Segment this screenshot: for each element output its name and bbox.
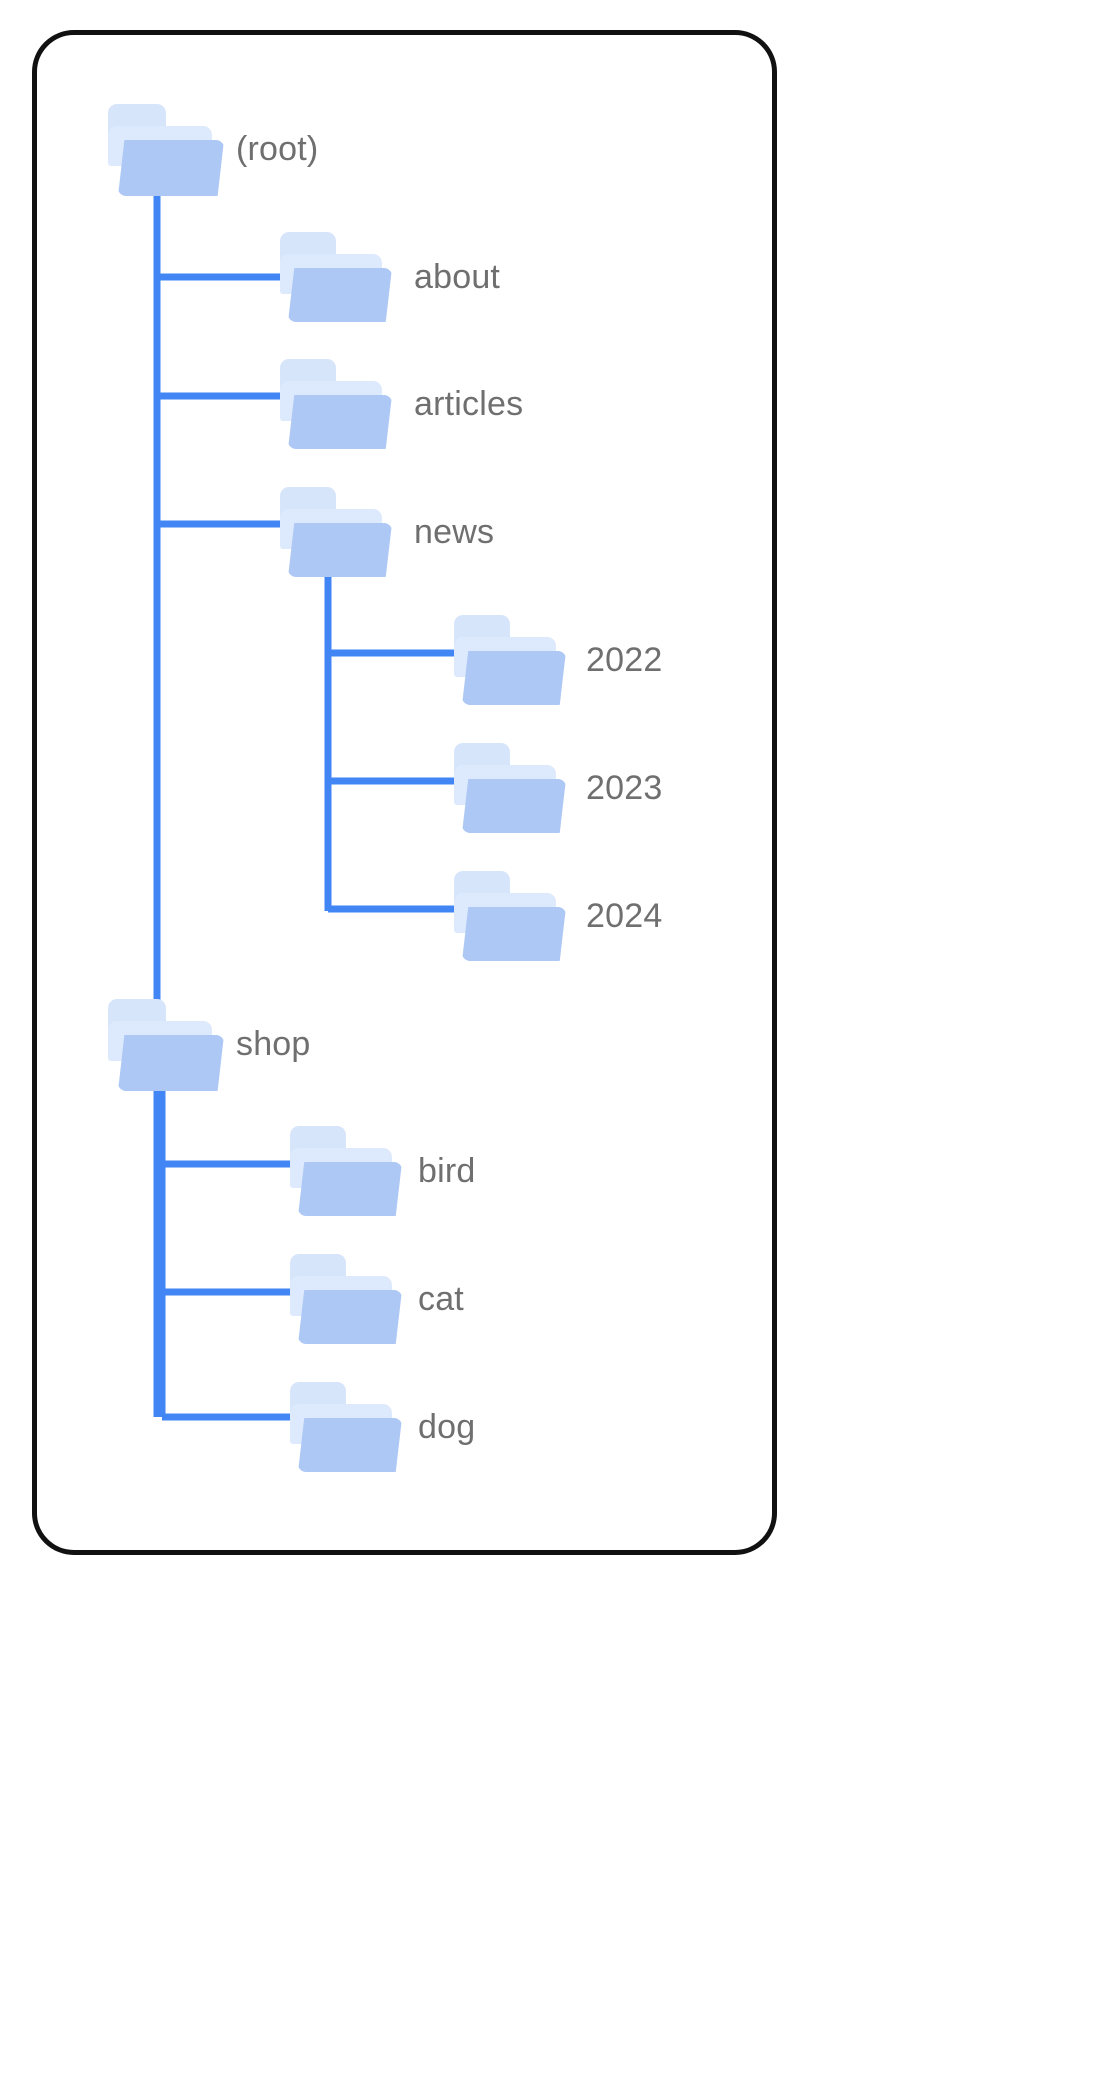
- folder-icon[interactable]: [284, 1382, 402, 1472]
- tree-node-root[interactable]: [104, 104, 224, 196]
- folder-icon[interactable]: [284, 1254, 402, 1344]
- folder-front-panel: [118, 1035, 224, 1091]
- tree-node-shop[interactable]: [104, 999, 224, 1091]
- tree-node-label-news: news: [414, 513, 495, 551]
- tree-node-label-2022: 2022: [586, 641, 663, 679]
- tree-node-label-cat: cat: [418, 1280, 464, 1318]
- tree-node-about[interactable]: [274, 232, 392, 322]
- folder-front-panel: [298, 1418, 402, 1472]
- tree-node-bird[interactable]: [284, 1126, 402, 1216]
- tree-node-label-root: (root): [236, 130, 319, 168]
- tree-node-2024[interactable]: [448, 871, 566, 961]
- tree-node-label-articles: articles: [414, 385, 524, 423]
- folder-icon[interactable]: [104, 104, 224, 196]
- tree-node-label-2024: 2024: [586, 897, 663, 935]
- tree-node-dog[interactable]: [284, 1382, 402, 1472]
- folder-front-panel: [118, 140, 224, 196]
- folder-icon[interactable]: [274, 232, 392, 322]
- tree-node-label-about: about: [414, 258, 501, 296]
- folder-front-panel: [288, 523, 392, 577]
- tree-node-2023[interactable]: [448, 743, 566, 833]
- folder-front-panel: [298, 1162, 402, 1216]
- folder-front-panel: [298, 1290, 402, 1344]
- tree-node-label-dog: dog: [418, 1408, 476, 1446]
- folder-icon[interactable]: [104, 999, 224, 1091]
- tree-node-2022[interactable]: [448, 615, 566, 705]
- folder-icon[interactable]: [448, 615, 566, 705]
- folder-front-panel: [462, 907, 566, 961]
- folder-icon[interactable]: [284, 1126, 402, 1216]
- folder-front-panel: [462, 779, 566, 833]
- tree-node-articles[interactable]: [274, 359, 392, 449]
- tree-node-label-shop: shop: [236, 1025, 311, 1063]
- tree-node-label-2023: 2023: [586, 769, 663, 807]
- folder-icon[interactable]: [274, 359, 392, 449]
- folder-icon[interactable]: [448, 871, 566, 961]
- tree-node-news[interactable]: [274, 487, 392, 577]
- tree-node-label-bird: bird: [418, 1152, 476, 1190]
- folder-icon[interactable]: [274, 487, 392, 577]
- folder-front-panel: [288, 268, 392, 322]
- folder-icon[interactable]: [448, 743, 566, 833]
- folder-front-panel: [462, 651, 566, 705]
- folder-front-panel: [288, 395, 392, 449]
- tree-node-cat[interactable]: [284, 1254, 402, 1344]
